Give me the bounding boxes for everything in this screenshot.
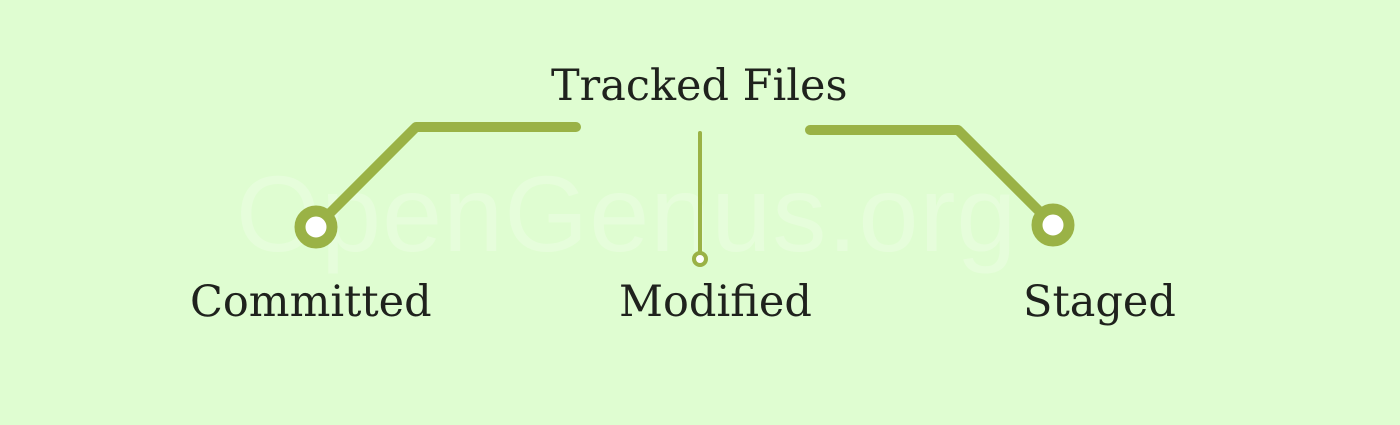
staged-connector bbox=[805, 125, 1058, 230]
diagram-title: Tracked Files bbox=[551, 61, 848, 111]
committed-connector bbox=[311, 122, 581, 232]
modified-node-icon bbox=[692, 251, 708, 267]
state-label-modified: Modified bbox=[619, 277, 812, 327]
state-label-staged: Staged bbox=[1023, 277, 1176, 327]
staged-node-icon bbox=[1031, 203, 1075, 247]
committed-node-icon bbox=[294, 205, 338, 249]
state-label-committed: Committed bbox=[190, 277, 432, 327]
